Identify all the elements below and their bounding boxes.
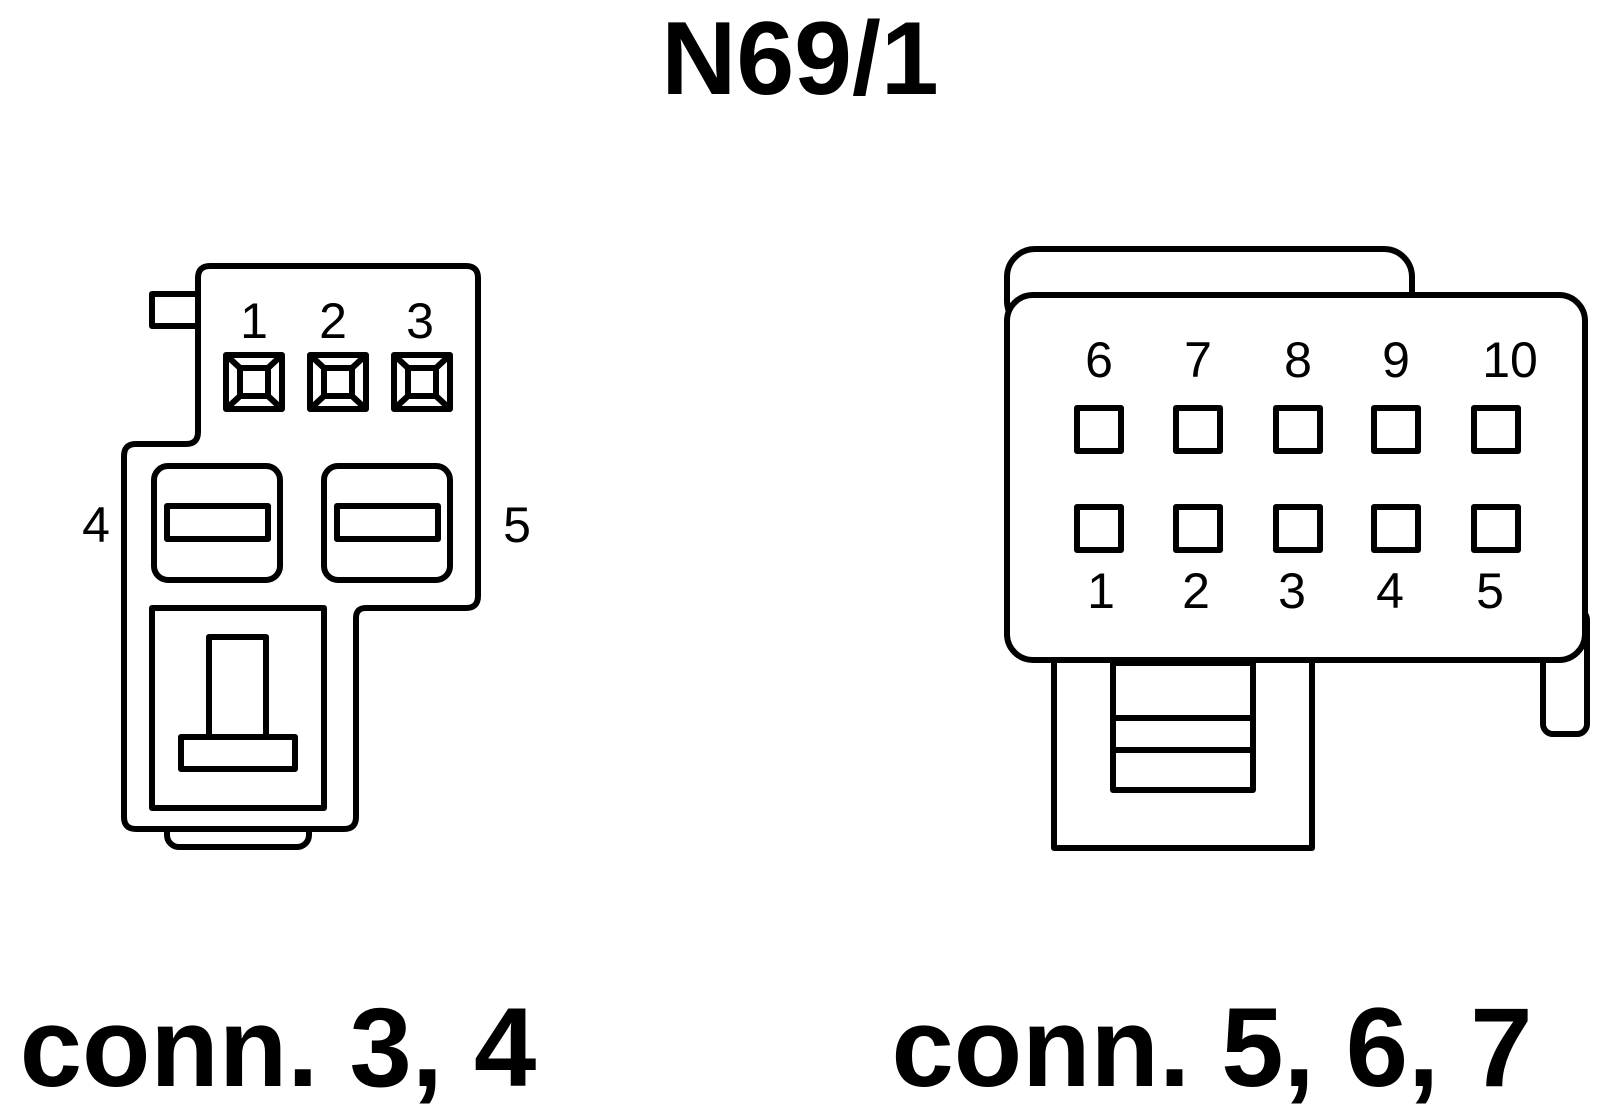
left-pin-label-2: 2 [319,293,347,349]
right-connector-latch [1110,660,1256,793]
left-connector-caption: conn. 3, 4 [20,985,537,1106]
right-top-pin [1173,405,1223,454]
right-pin-label-4: 4 [1376,563,1404,619]
left-top-pin [307,352,369,412]
right-pin-label-8: 8 [1284,332,1312,388]
left-top-pin [391,352,453,412]
right-bottom-pin [1273,504,1323,553]
right-pin-label-5: 5 [1476,563,1504,619]
right-connector-body [1004,292,1588,663]
right-top-pin [1471,405,1521,454]
right-pin-label-3: 3 [1278,563,1306,619]
right-top-pin [1273,405,1323,454]
left-connector-body [121,263,481,832]
left-top-pin [223,352,285,412]
right-pin-label-7: 7 [1184,332,1212,388]
right-pin-label-9: 9 [1382,332,1410,388]
left-connector: 1 2 3 4 5 [82,263,531,850]
left-side-pin-housing [151,463,283,583]
right-bottom-pin [1074,504,1124,553]
right-connector-caption: conn. 5, 6, 7 [891,985,1532,1106]
left-pin-label-5: 5 [503,497,531,553]
left-pin-label-4: 4 [82,497,110,553]
right-pin-label-2: 2 [1182,563,1210,619]
left-connector-tab [149,291,201,329]
left-connector-latch-frame [149,605,327,811]
right-top-pin [1074,405,1124,454]
right-bottom-pin [1471,504,1521,553]
left-side-pin-blade [334,503,441,542]
left-pin-label-3: 3 [406,293,434,349]
left-side-pin-blade [164,503,271,542]
right-pin-label-1: 1 [1087,563,1115,619]
right-connector: 6 7 8 9 10 1 2 3 4 5 [1004,246,1590,851]
left-pin-label-1: 1 [240,293,268,349]
right-bottom-pin [1173,504,1223,553]
right-pin-label-6: 6 [1085,332,1113,388]
left-side-pin-housing [321,463,453,583]
right-bottom-pin [1371,504,1421,553]
diagram-title: N69/1 [661,1,939,117]
right-pin-label-10: 10 [1482,332,1538,388]
left-connector-latch-bar [178,734,298,772]
right-top-pin [1371,405,1421,454]
